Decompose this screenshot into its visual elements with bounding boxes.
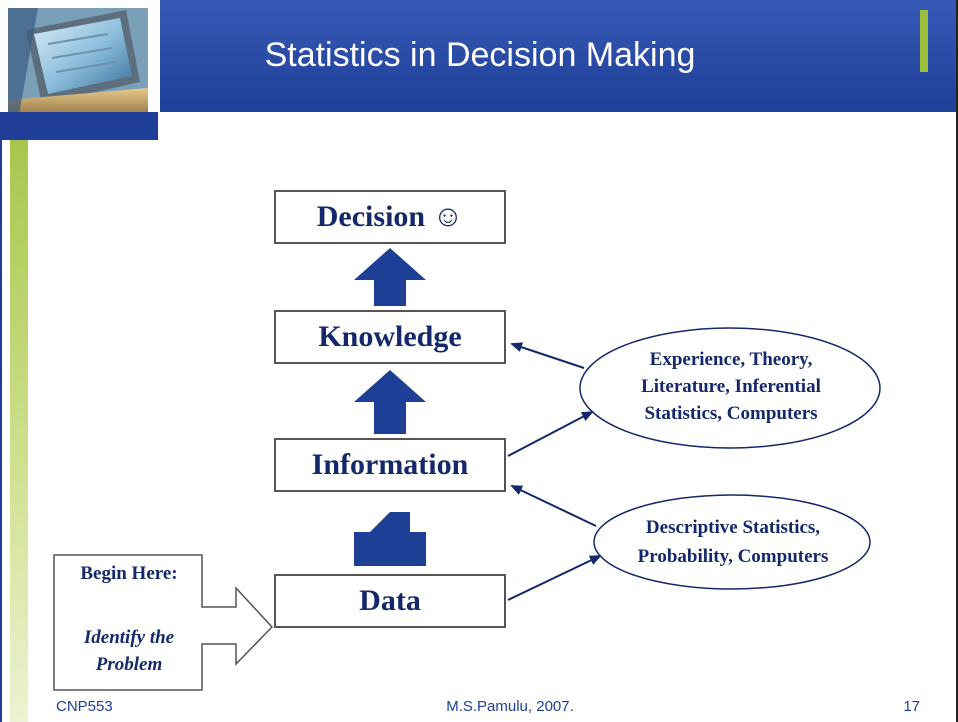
arrow-data-to-oval — [507, 555, 602, 601]
left-border-line — [0, 140, 2, 722]
arrow-oval-to-knowledge — [510, 342, 585, 369]
identify-problem-label: Identify the Problem — [58, 624, 200, 678]
begin-here-callout — [53, 554, 274, 691]
knowledge-sources-line: Experience, Theory, — [649, 349, 813, 370]
oval-knowledge-sources — [579, 327, 881, 449]
knowledge-sources-text: Experience, Theory, Literature, Inferent… — [596, 346, 866, 427]
identify-problem-line: Identify the — [83, 627, 175, 648]
up-arrow-knowledge-to-decision — [354, 248, 426, 306]
slide-title: Statistics in Decision Making — [264, 36, 696, 74]
data-box: Data — [274, 574, 506, 628]
information-box: Information — [274, 438, 506, 492]
title-bar — [160, 0, 958, 112]
knowledge-sources-line: Statistics, Computers — [644, 403, 818, 424]
information-sources-text: Descriptive Statistics, Probability, Com… — [606, 513, 860, 571]
information-sources-line: Probability, Computers — [637, 546, 829, 567]
knowledge-sources-line: Literature, Inferential — [641, 376, 821, 397]
header-strip — [0, 112, 158, 140]
arrow-information-to-oval — [507, 411, 594, 457]
identify-problem-line: Problem — [95, 654, 163, 675]
title-accent-bar — [920, 10, 928, 72]
left-accent-bar — [10, 140, 28, 722]
information-sources-line: Descriptive Statistics, — [645, 517, 821, 538]
oval-information-sources — [593, 494, 871, 590]
knowledge-box: Knowledge — [274, 310, 506, 364]
footer-page-number: 17 — [903, 698, 920, 715]
footer-course-code: CNP553 — [56, 698, 113, 715]
begin-here-label: Begin Here: — [80, 563, 178, 584]
right-border-line — [956, 0, 958, 722]
up-arrow-data-to-information — [354, 512, 426, 566]
arrow-oval-to-information — [510, 485, 597, 527]
decision-box: Decision ☺ — [274, 190, 506, 244]
footer-author: M.S.Pamulu, 2007. — [446, 698, 574, 715]
up-arrow-information-to-knowledge — [354, 370, 426, 434]
